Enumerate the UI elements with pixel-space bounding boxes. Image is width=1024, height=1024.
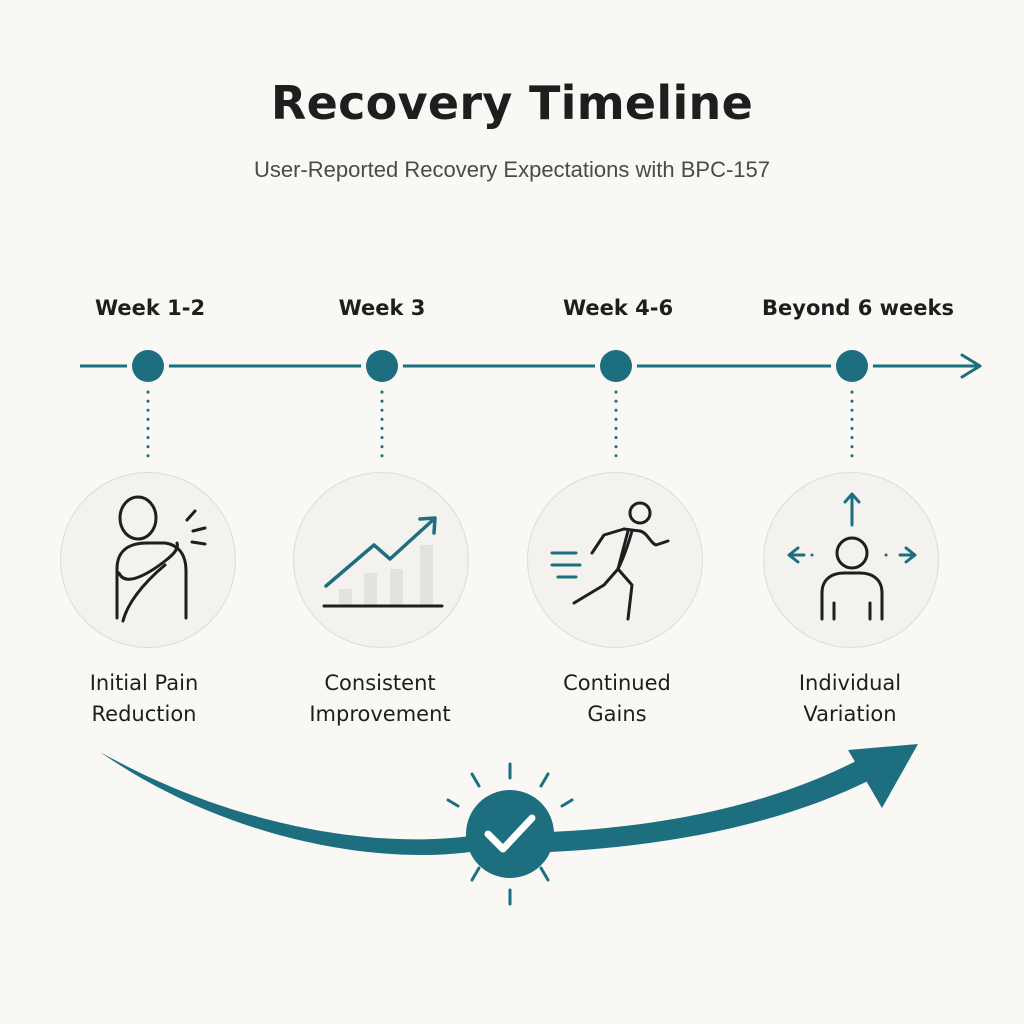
stage-label-4: Individual Variation [740, 668, 960, 730]
stage-label-2-line1: Consistent [324, 671, 436, 695]
timeline-node-4 [831, 345, 873, 387]
stage-label-2-line2: Improvement [309, 702, 451, 726]
timeline-node-3 [595, 345, 637, 387]
shoulder-pain-icon [115, 495, 207, 623]
page-title: Recovery Timeline [270, 76, 754, 130]
stage-label-4-line1: Individual [798, 671, 902, 695]
running-person-icon [550, 501, 670, 621]
timeline-arrowhead [960, 353, 982, 379]
stage-circle-3 [527, 472, 703, 648]
timeline-node-2 [361, 345, 403, 387]
week-label-1: Week 1-2 [94, 296, 206, 320]
week-label-4: Beyond 6 weeks [762, 296, 954, 320]
progress-arrow [100, 744, 918, 856]
person-variation-icon [787, 492, 917, 621]
trend-chart-icon [322, 516, 444, 608]
stage-circle-1 [60, 472, 236, 648]
stage-label-2: Consistent Improvement [270, 668, 490, 730]
page-subtitle: User-Reported Recovery Expectations with… [253, 157, 770, 182]
stage-circle-2 [293, 472, 469, 648]
timeline-axis [80, 353, 982, 379]
stage-label-4-line2: Variation [803, 702, 897, 726]
week-label-2: Week 3 [338, 296, 426, 320]
check-badge-icon [446, 762, 574, 906]
stage-label-1: Initial Pain Reduction [34, 668, 254, 730]
week-label-3: Week 4-6 [562, 296, 674, 320]
timeline-node-1 [127, 345, 169, 387]
stage-label-3-line1: Continued [563, 671, 671, 695]
stage-circle-4 [763, 472, 939, 648]
stage-label-1-line2: Reduction [91, 702, 197, 726]
stage-label-1-line1: Initial Pain [89, 671, 199, 695]
stage-label-3: Continued Gains [507, 668, 727, 730]
stage-label-3-line2: Gains [587, 702, 647, 726]
progress-arrowhead [848, 744, 918, 808]
